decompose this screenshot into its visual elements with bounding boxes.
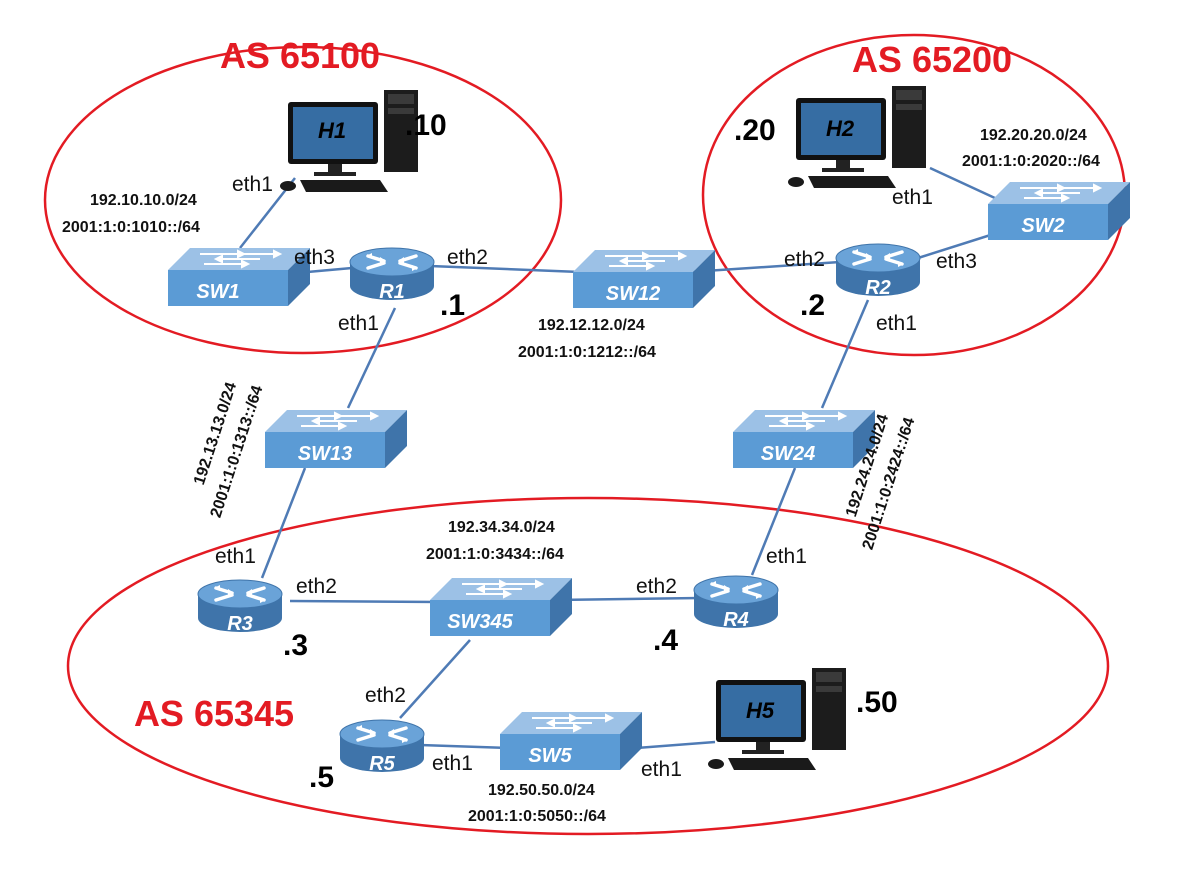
host-h2[interactable]: H2 bbox=[788, 86, 926, 188]
port-h5-eth1: eth1 bbox=[641, 758, 682, 781]
port-r3-eth2: eth2 bbox=[296, 575, 337, 598]
net-3434-label: 192.34.34.0/24 2001:1:0:3434::/64 bbox=[426, 519, 564, 563]
link-r2-sw24 bbox=[820, 299, 870, 409]
host-label: H2 bbox=[826, 116, 855, 141]
net-ipv4: 192.50.50.0/24 bbox=[488, 782, 595, 799]
r4-address: .4 bbox=[653, 624, 678, 657]
switch-label: SW13 bbox=[298, 443, 352, 465]
port-r2-eth2: eth2 bbox=[784, 248, 825, 271]
port-r4-eth1: eth1 bbox=[766, 545, 807, 568]
link-sw24-r4 bbox=[750, 467, 797, 576]
net-ipv6: 2001:1:0:5050::/64 bbox=[468, 808, 606, 825]
net-1212-label: 192.12.12.0/24 2001:1:0:1212::/64 bbox=[518, 317, 656, 361]
desktop-computer-icon bbox=[788, 86, 926, 188]
net-ipv4: 192.12.12.0/24 bbox=[538, 317, 645, 334]
port-r5-eth1: eth1 bbox=[432, 752, 473, 775]
router-r3[interactable]: R3 bbox=[196, 578, 284, 635]
port-r2-eth3: eth3 bbox=[936, 250, 977, 273]
r3-address: .3 bbox=[283, 629, 308, 662]
router-label: R3 bbox=[227, 613, 253, 635]
as65345-label: AS 65345 bbox=[134, 693, 294, 734]
as65100-label: AS 65100 bbox=[220, 35, 380, 76]
switch-label: SW1 bbox=[196, 281, 239, 303]
switch-label: SW12 bbox=[606, 283, 660, 305]
net-ipv4: 192.34.34.0/24 bbox=[448, 519, 555, 536]
net-ipv6: 2001:1:0:3434::/64 bbox=[426, 546, 564, 563]
port-r1-eth2: eth2 bbox=[447, 246, 488, 269]
link-r2-sw2 bbox=[917, 230, 1001, 260]
switch-label: SW24 bbox=[761, 443, 815, 465]
link-sw345-r5 bbox=[399, 639, 471, 719]
switch-sw345[interactable]: SW345 bbox=[429, 577, 573, 637]
link-r3-sw345 bbox=[289, 599, 441, 604]
switch-sw12[interactable]: SW12 bbox=[572, 249, 716, 309]
switch-sw24[interactable]: SW24 bbox=[732, 409, 876, 469]
net-1010-label: 192.10.10.0/24 2001:1:0:1010::/64 bbox=[62, 192, 200, 236]
router-label: R2 bbox=[865, 277, 891, 299]
port-r1-eth3: eth3 bbox=[294, 246, 335, 269]
switch-label: SW5 bbox=[528, 745, 572, 767]
port-r4-eth2: eth2 bbox=[636, 575, 677, 598]
host-label: H5 bbox=[746, 698, 775, 723]
port-r1-eth1: eth1 bbox=[338, 312, 379, 335]
switch-label: SW345 bbox=[447, 611, 513, 633]
r5-address: .5 bbox=[309, 761, 334, 794]
net-2020-label: 192.20.20.0/24 2001:1:0:2020::/64 bbox=[962, 127, 1100, 170]
switch-sw5[interactable]: SW5 bbox=[499, 711, 643, 771]
net-ipv6: 2001:1:0:2020::/64 bbox=[962, 153, 1100, 170]
host-h1[interactable]: H1 bbox=[280, 90, 418, 192]
switch-sw13[interactable]: SW13 bbox=[264, 409, 408, 469]
as65100-boundary bbox=[43, 45, 563, 355]
router-label: R5 bbox=[369, 753, 395, 775]
port-h1-eth1: eth1 bbox=[232, 173, 273, 196]
as65345-boundary bbox=[66, 496, 1110, 836]
link-sw345-r4 bbox=[554, 596, 701, 602]
router-label: R1 bbox=[379, 281, 405, 303]
h2-address: .20 bbox=[734, 114, 776, 147]
switch-label: SW2 bbox=[1021, 215, 1064, 237]
router-r4[interactable]: R4 bbox=[692, 574, 780, 631]
as65200-label: AS 65200 bbox=[852, 39, 1012, 80]
host-h5[interactable]: H5 bbox=[708, 668, 846, 770]
port-r2-eth1: eth1 bbox=[876, 312, 917, 335]
link-sw13-r3 bbox=[260, 467, 307, 579]
desktop-computer-icon bbox=[280, 90, 418, 192]
link-r5-sw5 bbox=[419, 743, 511, 750]
desktop-computer-icon bbox=[708, 668, 846, 770]
switch-sw2[interactable]: SW2 bbox=[987, 181, 1131, 241]
port-h2-eth1: eth1 bbox=[892, 186, 933, 209]
router-r1[interactable]: R1 bbox=[348, 246, 436, 303]
h1-address: .10 bbox=[405, 109, 447, 142]
net-ipv6: 2001:1:0:1212::/64 bbox=[518, 344, 656, 361]
r2-address: .2 bbox=[800, 289, 825, 322]
net-5050-label: 192.50.50.0/24 2001:1:0:5050::/64 bbox=[468, 782, 606, 825]
r1-address: .1 bbox=[440, 289, 465, 322]
net-ipv6: 2001:1:0:1010::/64 bbox=[62, 219, 200, 236]
link-r1-sw12 bbox=[429, 264, 581, 274]
net-ipv4: 192.10.10.0/24 bbox=[90, 192, 197, 209]
net-1313-label: 192.13.13.0/24 2001:1:0:1313::/64 bbox=[191, 380, 266, 520]
h5-address: .50 bbox=[856, 686, 898, 719]
host-label: H1 bbox=[318, 118, 346, 143]
net-ipv4: 192.20.20.0/24 bbox=[980, 127, 1087, 144]
switch-sw1[interactable]: SW1 bbox=[167, 247, 311, 307]
router-r5[interactable]: R5 bbox=[338, 718, 426, 775]
router-label: R4 bbox=[723, 609, 749, 631]
router-r2[interactable]: R2 bbox=[834, 242, 922, 299]
port-r5-eth2: eth2 bbox=[365, 684, 406, 707]
link-r1-sw13 bbox=[346, 307, 397, 409]
port-r3-eth1: eth1 bbox=[215, 545, 256, 568]
